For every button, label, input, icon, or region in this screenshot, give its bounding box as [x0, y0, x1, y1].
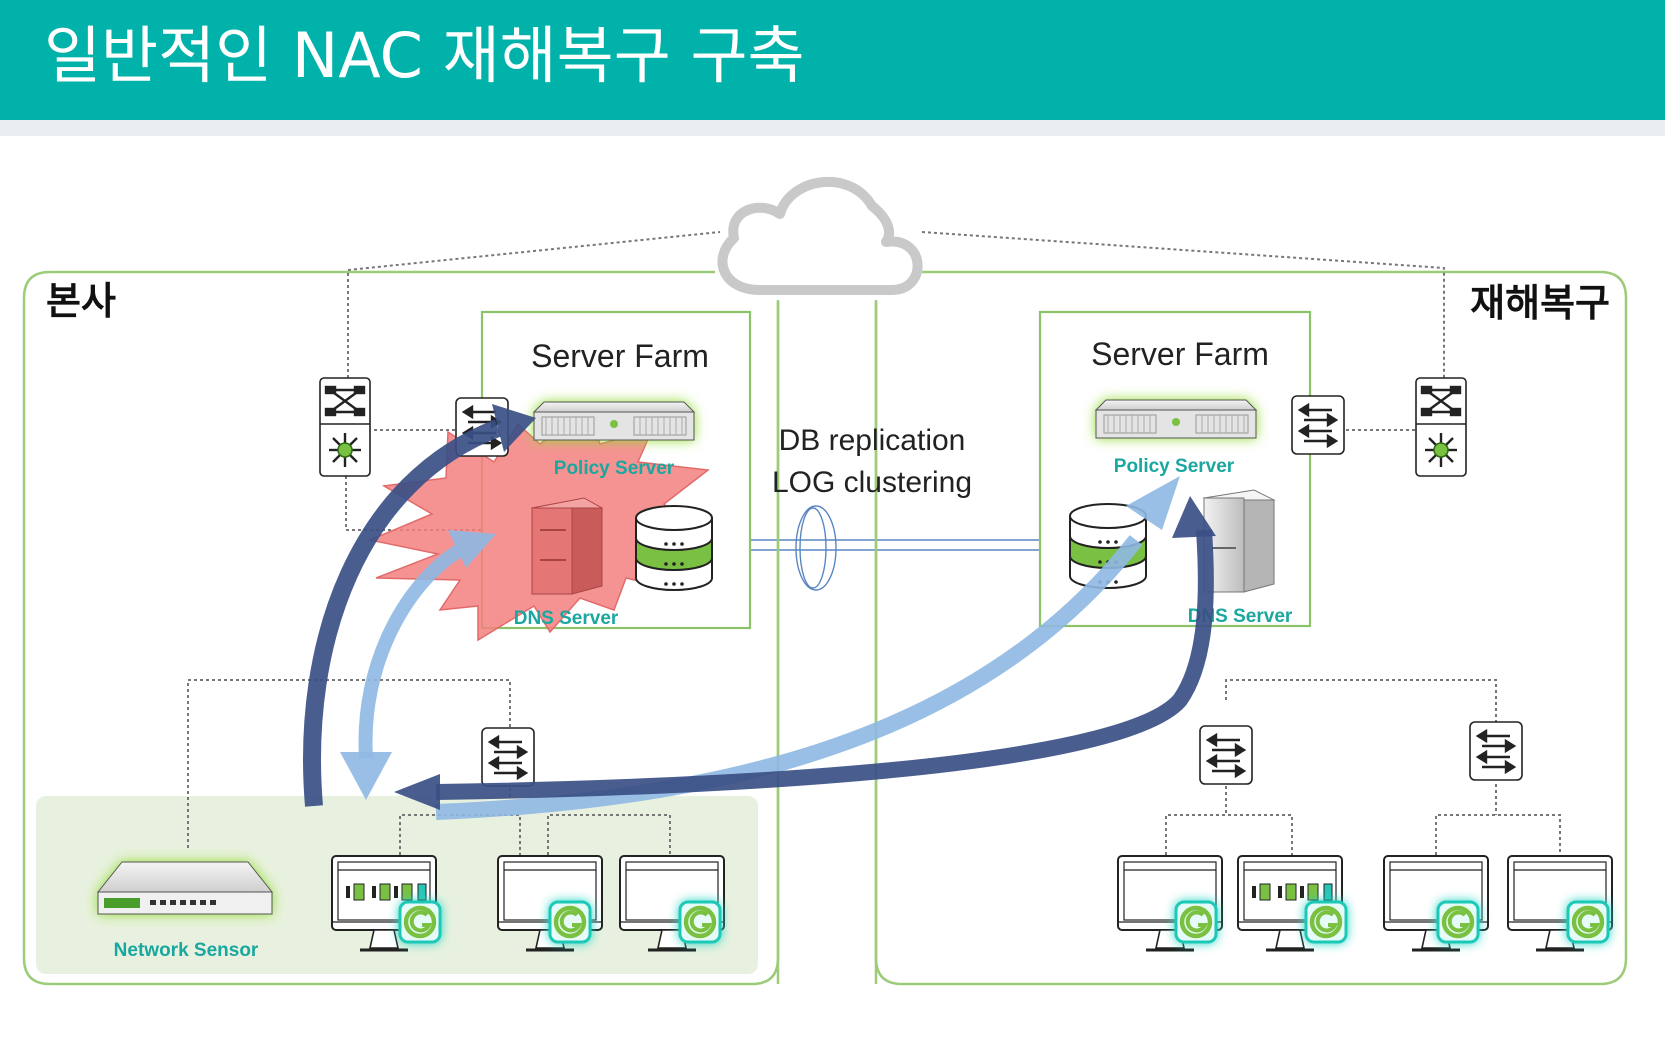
genian-agent-icon: [1176, 902, 1216, 942]
genian-agent-icon: [1438, 902, 1478, 942]
hq-site-boundary: [22, 270, 780, 986]
genian-agent-icon: [1306, 902, 1346, 942]
genian-agent-icon: [1568, 902, 1608, 942]
hq-policy-server-icon: [533, 401, 695, 441]
hq-server-farm-label: Server Farm: [531, 338, 709, 374]
hq-policy-server-label: Policy Server: [554, 458, 675, 479]
dr-server-farm-label: Server Farm: [1091, 336, 1269, 372]
network-sensor-icon: [96, 861, 274, 915]
dr-policy-server-label: Policy Server: [1114, 456, 1235, 477]
genian-agent-icon: [400, 902, 440, 942]
db-replication-link: [714, 505, 1068, 591]
hq-router-icon: [318, 376, 372, 478]
dr-site-label: 재해복구: [1470, 281, 1610, 325]
title-bar: [0, 0, 1665, 120]
dr-dns-server-label: DNS Server: [1188, 606, 1293, 627]
dr-core-switch-icon: [1290, 394, 1346, 456]
hq-site-label: 본사: [46, 279, 116, 323]
db-replication-label: DB replication: [779, 424, 966, 457]
hq-dns-server-icon: [530, 497, 604, 595]
dr-dns-server-icon: [1202, 489, 1276, 593]
hq-access-switch-icon: [480, 726, 536, 788]
dr-access-switch-icon: [1198, 724, 1254, 786]
dr-access-switch-icon: [1468, 720, 1524, 782]
dr-site-boundary: [874, 270, 1628, 986]
log-clustering-label: LOG clustering: [772, 466, 972, 499]
pc-icon: [330, 854, 438, 952]
page-title: 일반적인 NAC 재해복구 구축: [44, 19, 805, 92]
dr-router-icon: [1414, 376, 1468, 478]
cloud-icon: [717, 176, 923, 295]
failover-flow-arrows: [303, 404, 1216, 820]
network-sensor-label: Network Sensor: [114, 940, 259, 961]
genian-agent-icon: [680, 902, 720, 942]
dr-policy-server-icon: [1095, 399, 1257, 439]
genian-agent-icon: [550, 902, 590, 942]
pc-icon: [1236, 854, 1344, 952]
hq-dns-server-label: DNS Server: [514, 608, 619, 629]
hq-database-icon: [635, 505, 713, 591]
title-bar-shadow: [0, 120, 1665, 136]
